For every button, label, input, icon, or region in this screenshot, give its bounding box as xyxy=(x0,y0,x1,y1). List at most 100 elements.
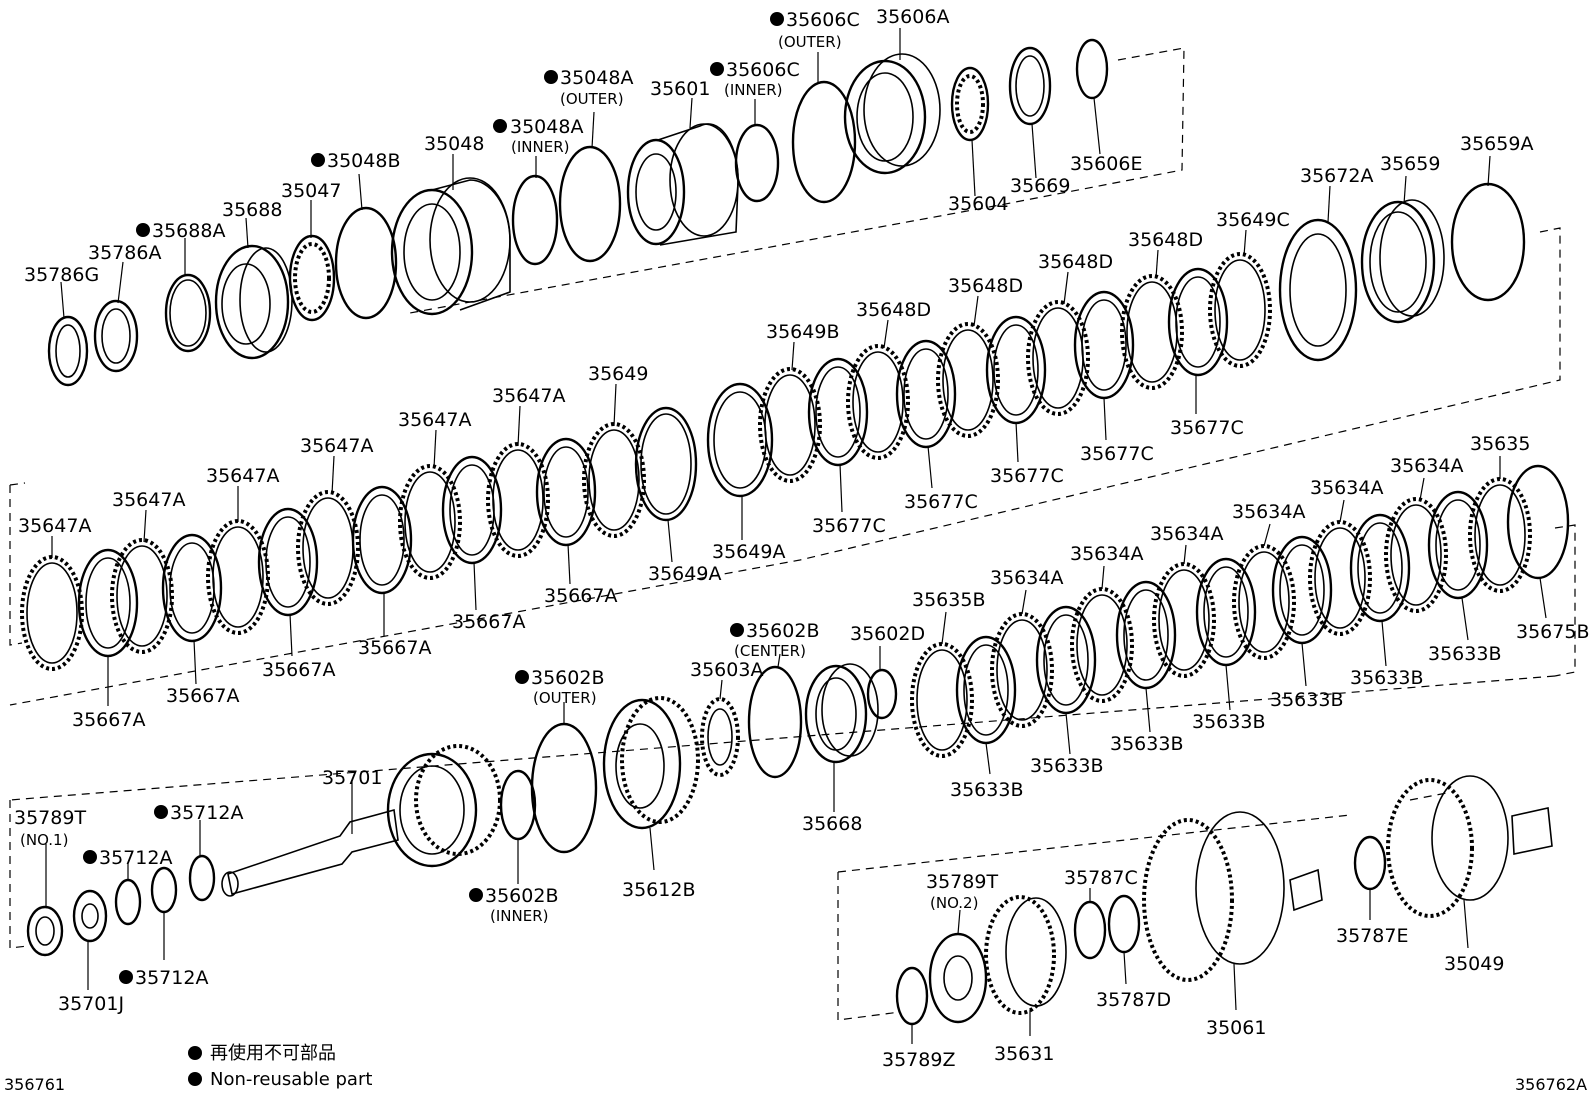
part-35633B-5-shape xyxy=(1271,535,1333,645)
label-35602D: 35602D xyxy=(850,623,925,645)
label-35688A: 35688A xyxy=(152,220,225,242)
label-35633B-2: 35633B xyxy=(1350,667,1423,689)
part-35048A-inner-shape xyxy=(511,174,559,266)
nr-dot-35602B-outer xyxy=(515,670,529,684)
label-35606A: 35606A xyxy=(876,6,949,28)
label-35789T-no2: 35789T xyxy=(926,871,998,893)
part-35049-shape xyxy=(1386,775,1553,918)
part-35606C-inner-shape xyxy=(734,123,780,203)
label-35612B: 35612B xyxy=(622,879,695,901)
part-35647A-1-shape xyxy=(20,555,84,671)
label-35787C: 35787C xyxy=(1064,867,1138,889)
label-35606E: 35606E xyxy=(1070,153,1142,175)
part-35048A-outer-shape xyxy=(558,145,622,263)
part-35677C-2-shape xyxy=(895,339,957,449)
label-35786A: 35786A xyxy=(88,242,161,264)
label-35649: 35649 xyxy=(588,363,648,385)
label-35701J: 35701J xyxy=(58,993,124,1015)
part-labels: 35786G 35786A 35688A 35688 35047 35048B … xyxy=(14,6,1589,1071)
label-35647A-3: 35647A xyxy=(300,435,373,457)
part-35712A-1-shape xyxy=(114,878,142,926)
part-35612B-shape xyxy=(602,696,700,830)
label-35649C: 35649C xyxy=(1216,209,1290,231)
label-35677C-3: 35677C xyxy=(990,465,1064,487)
part-35677C-5-shape xyxy=(1167,267,1229,377)
label-35677C-1: 35677C xyxy=(812,515,886,537)
label-35712A-2: 35712A xyxy=(99,847,172,869)
label-35635: 35635 xyxy=(1470,433,1530,455)
part-35701J-shape xyxy=(72,889,108,943)
label-35668: 35668 xyxy=(802,813,862,835)
nr-dot-35048A-inner xyxy=(493,119,507,133)
part-35786G-shape xyxy=(47,315,89,387)
label-35648D-3: 35648D xyxy=(948,275,1023,297)
label-35634A-3: 35634A xyxy=(1232,501,1305,523)
part-35667A-6-shape xyxy=(535,437,597,547)
label-35647A-4: 35647A xyxy=(206,465,279,487)
label-35667A-2: 35667A xyxy=(166,685,239,707)
sublabel-35602B-center: (CENTER) xyxy=(734,642,806,660)
legend-dot-english xyxy=(188,1072,202,1086)
part-35675B-shape xyxy=(1506,464,1570,580)
sublabel-35602B-outer: (OUTER) xyxy=(533,689,597,707)
label-35047: 35047 xyxy=(281,180,341,202)
part-35659-shape xyxy=(1360,199,1445,324)
part-35649A-1-shape xyxy=(634,406,698,522)
label-35667A-5: 35667A xyxy=(452,611,525,633)
part-35667A-4-shape xyxy=(351,485,413,595)
nr-dot-35606C-outer xyxy=(770,12,784,26)
label-35606C-inner: 35606C xyxy=(726,59,800,81)
label-35604: 35604 xyxy=(948,193,1008,215)
label-35712A-1: 35712A xyxy=(170,802,243,824)
part-35672A-shape xyxy=(1278,218,1358,362)
part-35649B-shape xyxy=(758,367,822,483)
part-35631-shape xyxy=(984,895,1067,1015)
label-35635B: 35635B xyxy=(912,589,985,611)
part-35787C-shape xyxy=(1073,900,1107,960)
label-35634A-6: 35634A xyxy=(990,567,1063,589)
label-35659: 35659 xyxy=(1380,153,1440,175)
label-35667A-1: 35667A xyxy=(72,709,145,731)
legend: 再使用不可部品 Non-reusable part xyxy=(188,1043,372,1090)
part-35633B-4-shape xyxy=(1195,557,1257,667)
part-35688-shape xyxy=(214,244,293,360)
row2-parts xyxy=(20,182,1526,671)
part-35669-shape xyxy=(1008,46,1052,126)
label-35659A: 35659A xyxy=(1460,133,1533,155)
part-35648D-2-shape xyxy=(936,322,1000,438)
label-35048B: 35048B xyxy=(327,150,400,172)
label-35634A-4: 35634A xyxy=(1150,523,1223,545)
label-35649A-2: 35649A xyxy=(712,541,785,563)
label-35602B-outer: 35602B xyxy=(531,667,604,689)
part-35633B-6-shape xyxy=(1349,513,1411,623)
label-35634A-5: 35634A xyxy=(1070,543,1143,565)
part-35633B-1-shape xyxy=(955,635,1017,745)
nr-dot-35712A-1 xyxy=(154,805,168,819)
label-35786G: 35786G xyxy=(24,264,99,286)
drawing-code-left: 356761 xyxy=(4,1075,65,1094)
label-35688: 35688 xyxy=(222,199,282,221)
row1-parts xyxy=(47,38,1109,387)
part-35648D-1-shape xyxy=(846,344,910,460)
label-35602B-center: 35602B xyxy=(746,620,819,642)
label-35601: 35601 xyxy=(650,78,710,100)
part-35602B-inner-shape xyxy=(499,769,537,841)
label-35633B-3: 35633B xyxy=(1270,689,1343,711)
sublabel-35606C-inner: (INNER) xyxy=(724,81,782,99)
label-35669: 35669 xyxy=(1010,175,1070,197)
part-35659A-shape xyxy=(1450,182,1526,302)
sublabel-35789T-no2: (NO.2) xyxy=(930,894,978,912)
label-35048A-outer: 35048A xyxy=(560,67,633,89)
part-35712A-3-shape xyxy=(188,854,216,902)
label-35631: 35631 xyxy=(994,1043,1054,1065)
label-35634A-1: 35634A xyxy=(1390,455,1463,477)
nr-dot-35602B-center xyxy=(730,623,744,637)
nr-dot-35606C-inner xyxy=(710,62,724,76)
legend-dot-japanese xyxy=(188,1046,202,1060)
label-35633B-7: 35633B xyxy=(950,779,1023,801)
part-35787D-shape xyxy=(1107,894,1141,954)
label-35675B: 35675B xyxy=(1516,621,1589,643)
nr-dot-35048A-outer xyxy=(544,70,558,84)
leader-lines xyxy=(45,28,1547,1044)
nr-dot-35048B xyxy=(311,153,325,167)
